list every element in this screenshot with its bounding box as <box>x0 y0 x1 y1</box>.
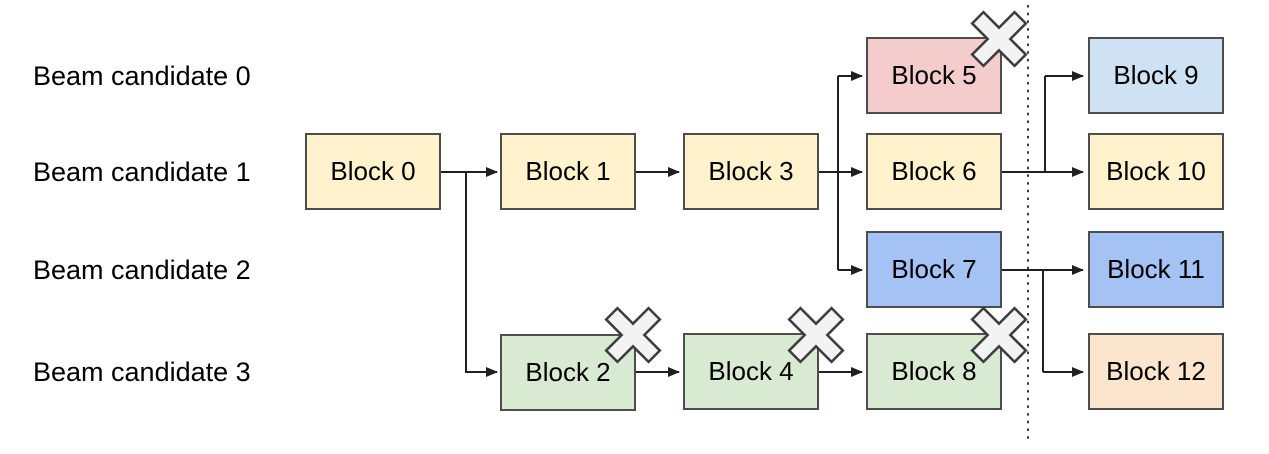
pruned-x-icon-block-4 <box>787 306 845 364</box>
pruned-x-icon-block-5 <box>970 10 1028 68</box>
beam-candidate-0-label: Beam candidate 0 <box>33 61 251 91</box>
block-3: Block 3 <box>683 133 819 210</box>
pruned-x-icon-block-2 <box>604 306 662 364</box>
block-0: Block 0 <box>305 133 441 210</box>
block-7: Block 7 <box>866 231 1002 308</box>
edge-block6-fanout-trunk <box>1002 76 1046 173</box>
block-1: Block 1 <box>500 133 636 210</box>
pruned-x-icon-block-8 <box>970 306 1028 364</box>
block-6: Block 6 <box>866 133 1002 210</box>
edge-block0-block2 <box>465 172 498 377</box>
edge-block3-fanout-trunk <box>819 76 839 270</box>
beam-candidate-2-label: Beam candidate 2 <box>33 255 251 285</box>
beam-candidate-1-label: Beam candidate 1 <box>33 157 251 187</box>
block-8: Block 8 <box>866 333 1002 410</box>
block-12: Block 12 <box>1088 333 1224 410</box>
block-9: Block 9 <box>1088 37 1224 114</box>
beam-candidate-3-label: Beam candidate 3 <box>33 357 251 387</box>
block-10: Block 10 <box>1088 133 1224 210</box>
block-11: Block 11 <box>1088 231 1224 308</box>
block-5: Block 5 <box>866 37 1002 114</box>
